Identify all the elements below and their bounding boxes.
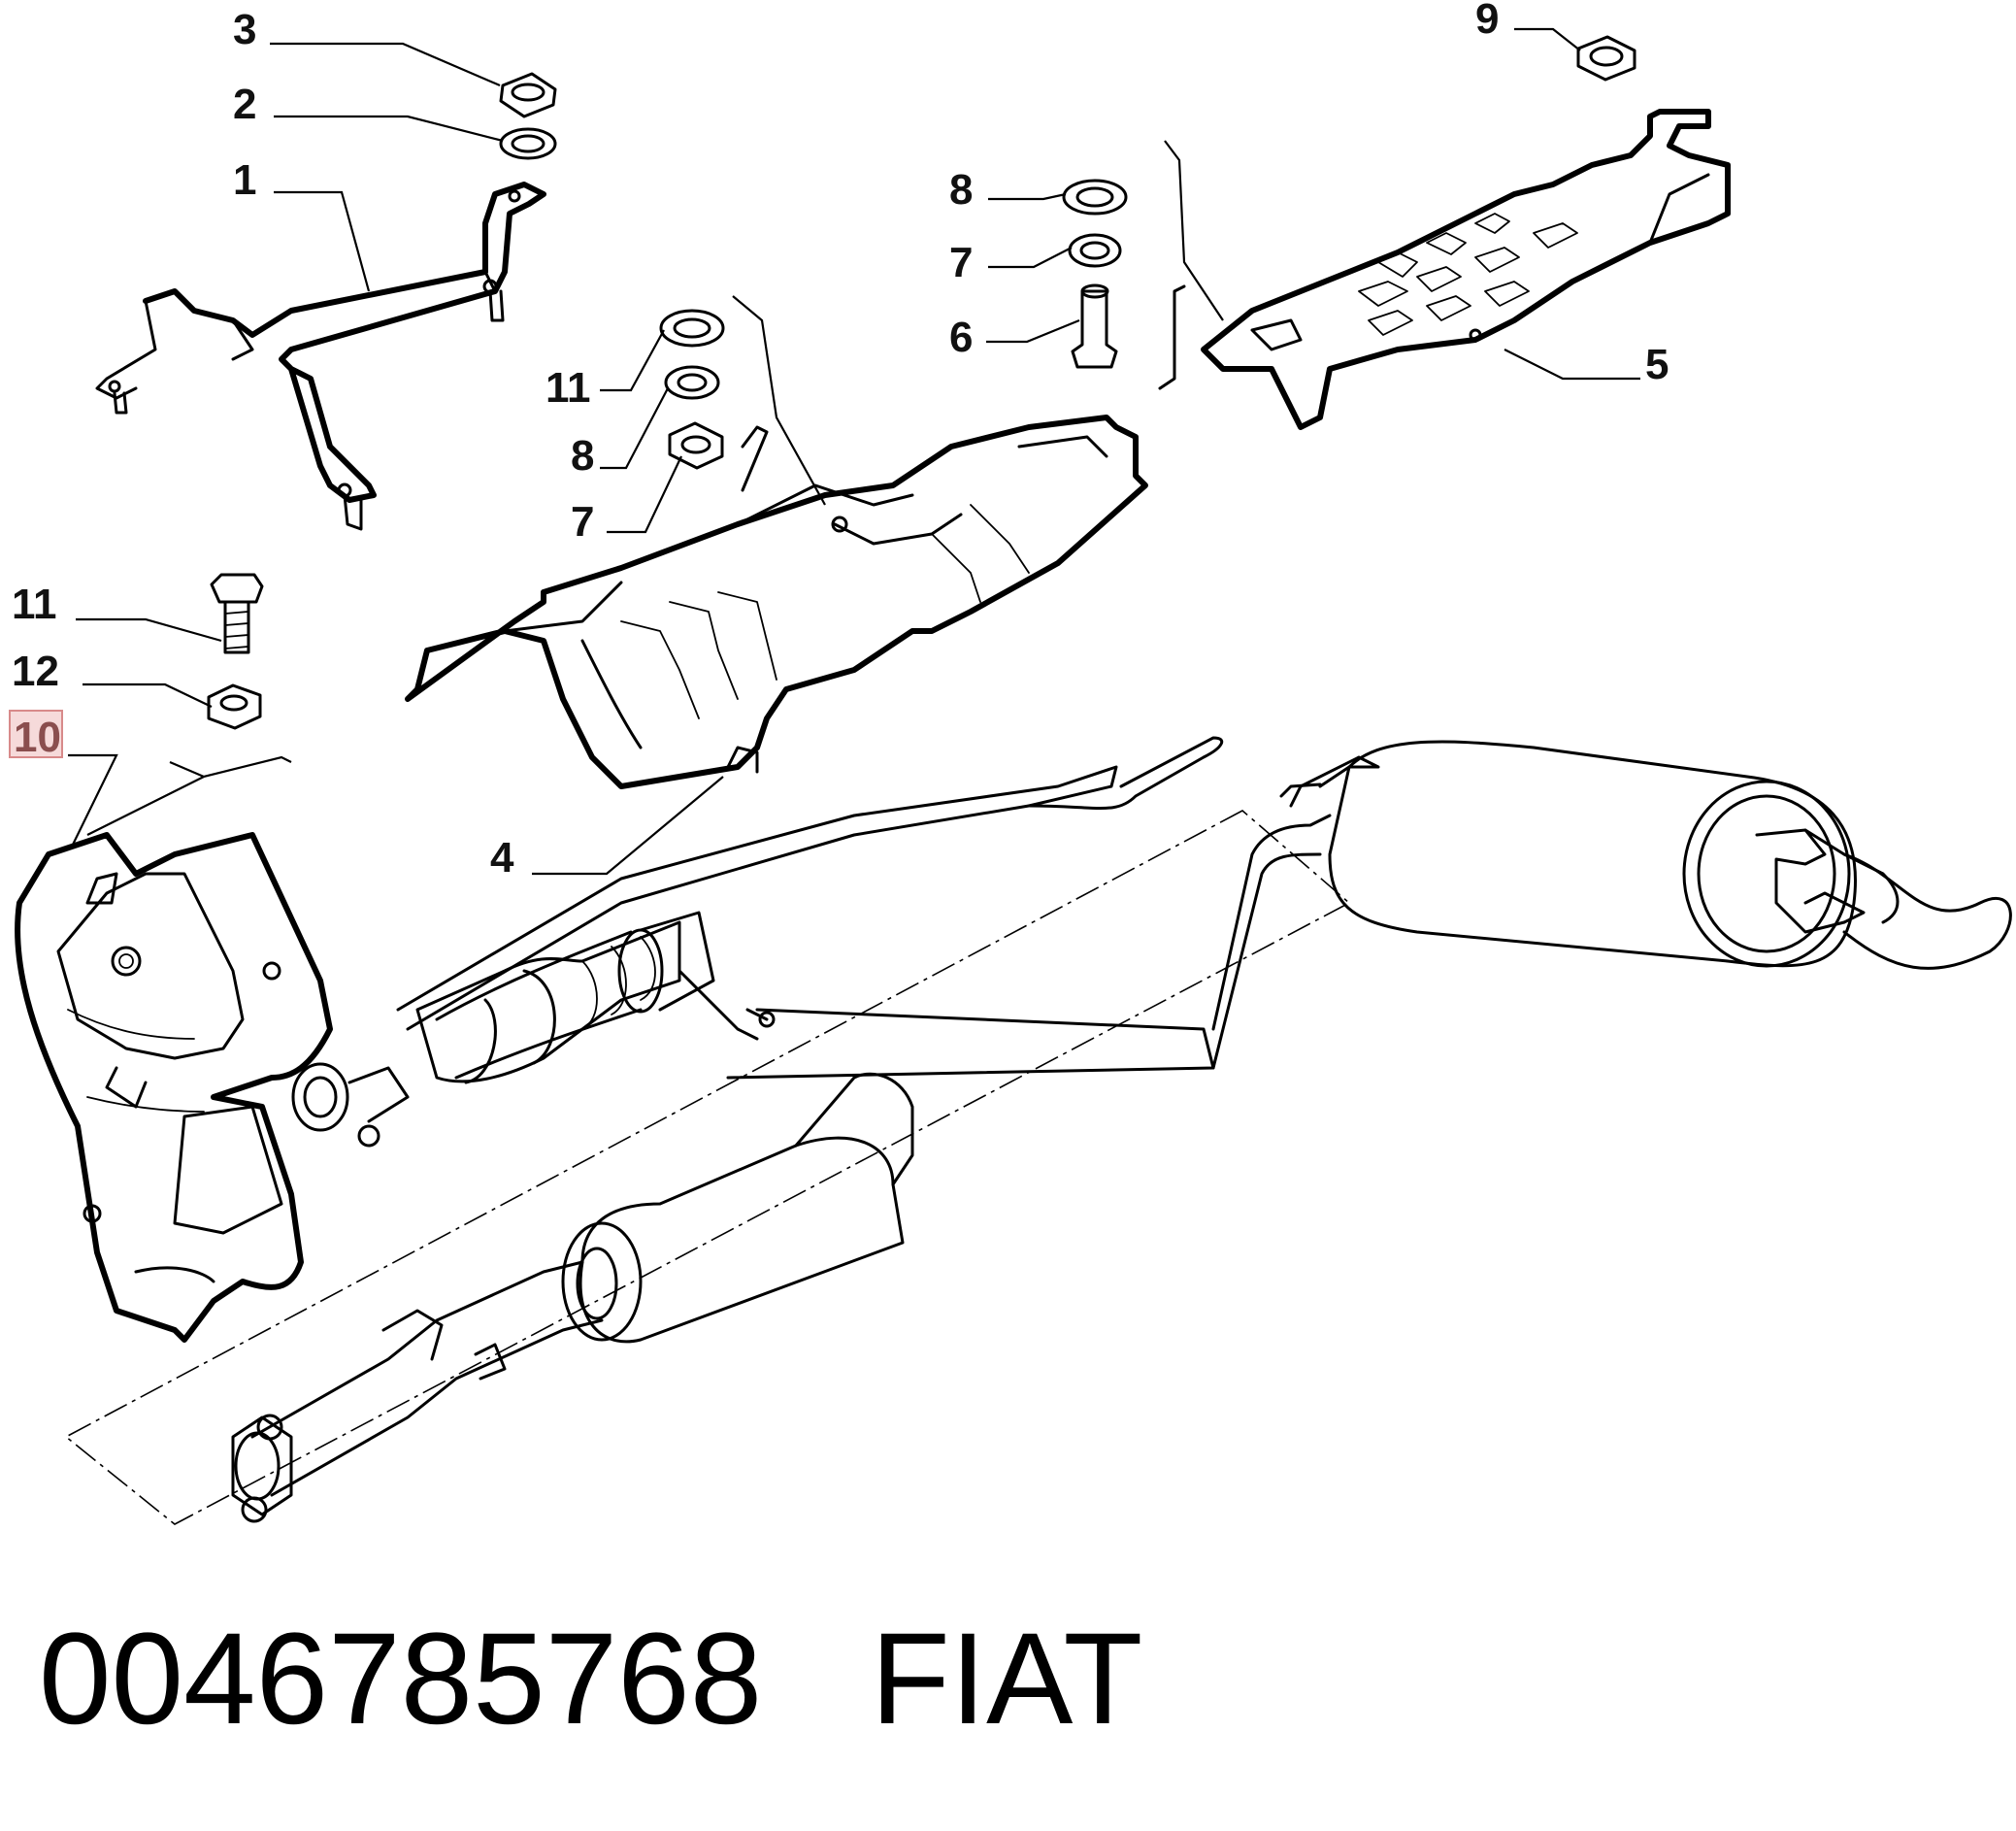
nut-7-center	[668, 421, 724, 470]
heat-shield-5	[1201, 109, 1731, 430]
nut-3	[499, 72, 557, 118]
callout-3[interactable]: 3	[233, 6, 256, 53]
callout-8-center[interactable]: 8	[571, 432, 594, 480]
shield-bracket-marks	[86, 140, 1224, 836]
bolt-11-left	[210, 573, 264, 654]
callout-4[interactable]: 4	[490, 834, 514, 882]
manifold-heat-shield	[15, 832, 333, 1343]
lock-washer-8-center	[664, 365, 720, 400]
nut-9	[1576, 35, 1636, 82]
callouts: 3 2 1 9 8 7 6 5 11 8 7 11 12 10 4	[9, 0, 1669, 882]
callout-10[interactable]: 10	[14, 714, 61, 761]
callout-11-left[interactable]: 11	[12, 581, 57, 628]
callout-11-center[interactable]: 11	[545, 364, 591, 412]
callout-6[interactable]: 6	[949, 314, 973, 361]
part-number: 0046785768	[39, 1607, 763, 1751]
part-number-footer: 0046785768 FIAT	[39, 1602, 1142, 1757]
callout-12[interactable]: 12	[12, 648, 59, 695]
washer-2	[499, 127, 557, 160]
fasteners	[207, 35, 1636, 730]
catalytic-converter	[415, 920, 681, 1084]
exhaust-pipe-assembly	[231, 736, 2012, 1523]
heat-shield-4	[405, 415, 1148, 789]
bracket-1	[95, 182, 546, 531]
callout-1[interactable]: 1	[233, 156, 256, 204]
lock-washer-7-right	[1068, 233, 1122, 268]
callout-9[interactable]: 9	[1475, 0, 1499, 43]
washer-8-right	[1062, 179, 1128, 216]
nut-12	[207, 683, 262, 730]
callout-7-right[interactable]: 7	[949, 239, 973, 286]
assembly-outline	[64, 810, 1351, 1525]
callout-10-highlight	[9, 710, 63, 758]
callout-7-center[interactable]: 7	[571, 498, 594, 546]
brand-name: FIAT	[870, 1607, 1143, 1751]
washer-11-center	[659, 309, 725, 348]
bolt-6	[1071, 283, 1118, 369]
callout-5[interactable]: 5	[1645, 341, 1669, 388]
leader-lines	[68, 27, 1640, 876]
callout-2[interactable]: 2	[233, 81, 256, 128]
callout-8-right[interactable]: 8	[949, 166, 973, 214]
